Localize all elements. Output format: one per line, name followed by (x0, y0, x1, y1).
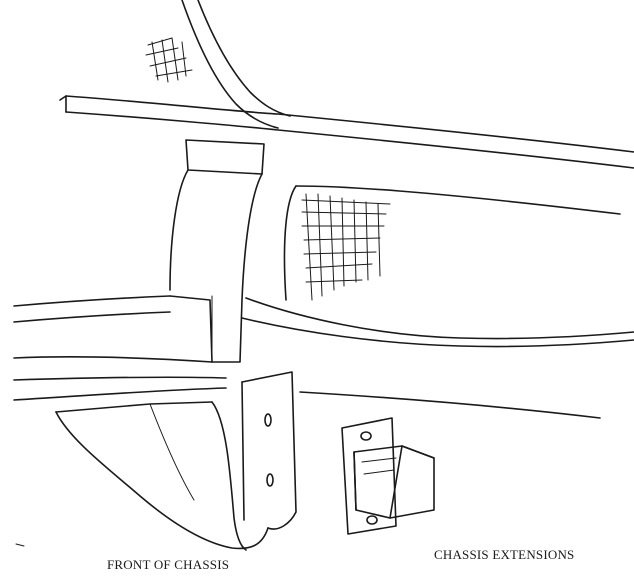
upper-beam (59, 95, 634, 169)
stray-mark (15, 543, 25, 547)
right-mesh-panel (283, 185, 621, 301)
a-pillar (181, 0, 291, 129)
chassis-extension (341, 417, 435, 535)
middle-beam (13, 295, 634, 363)
vertical-pillar (169, 139, 265, 363)
front-bracket (55, 371, 297, 551)
lower-beam (13, 376, 601, 419)
upper-window-mesh (145, 37, 193, 83)
front-of-chassis-caption: FRONT OF CHASSIS (107, 557, 230, 572)
chassis-extensions-caption: CHASSIS EXTENSIONS (434, 547, 575, 562)
